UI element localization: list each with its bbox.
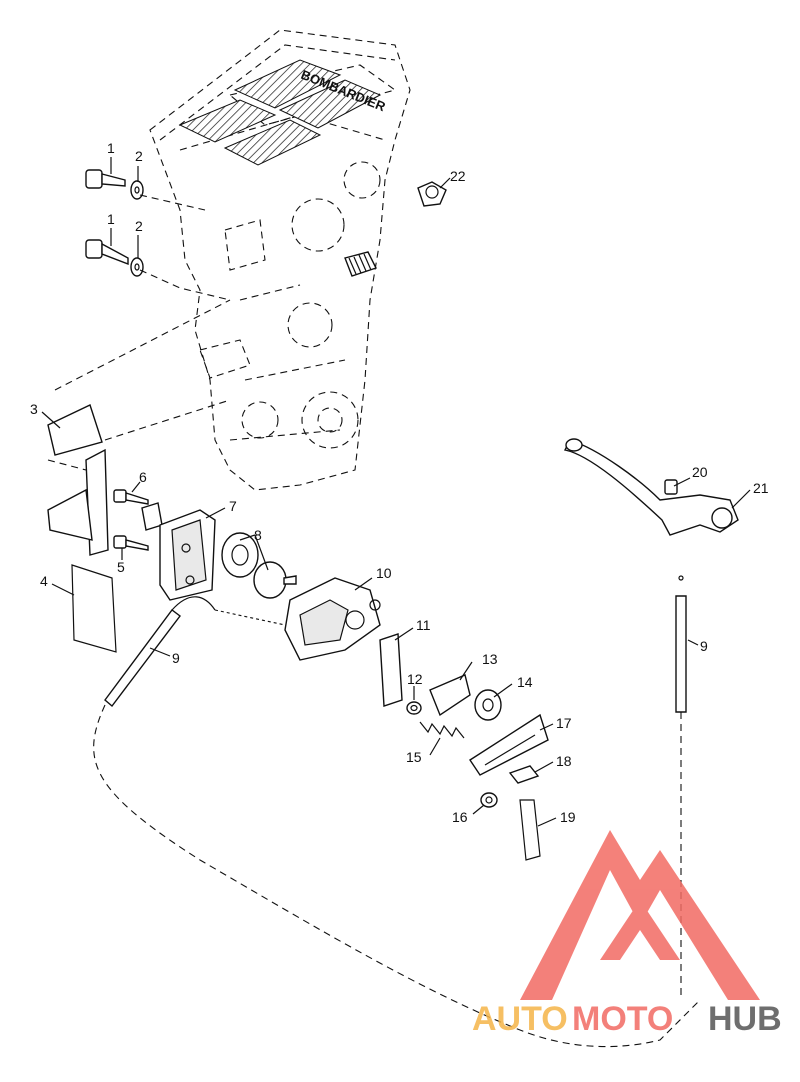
clip-plate-6 (141, 502, 163, 531)
callout-12: 12 (407, 671, 423, 687)
bracket-11 (379, 633, 403, 707)
callout-16: 16 (452, 809, 468, 825)
callout-7: 7 (229, 498, 237, 514)
callout-20: 20 (692, 464, 708, 480)
screw-5 (113, 535, 149, 551)
nut-12 (406, 701, 422, 715)
clip-22 (417, 181, 447, 207)
clip-18 (508, 765, 540, 784)
screw-6 (113, 489, 149, 505)
screw-20 (664, 479, 678, 495)
spring-15 (419, 721, 465, 739)
callout-22: 22 (450, 168, 466, 184)
gasket-4 (71, 564, 117, 653)
callout-11: 11 (416, 617, 431, 633)
callout-8: 8 (254, 527, 262, 543)
bolt-upper-guide (139, 194, 206, 211)
housing-10 (284, 577, 381, 661)
callout-6: 6 (139, 469, 147, 485)
bolt-lower (85, 239, 129, 266)
cable-9-left (93, 596, 701, 1048)
leader-lines (41, 157, 751, 827)
callout-18: 18 (556, 753, 572, 769)
watermark-logo: AUTO MOTO HUB (472, 830, 782, 1038)
callout-3: 3 (30, 401, 38, 417)
callout-13: 13 (482, 651, 498, 667)
handle-21 (563, 438, 739, 536)
callout-10: 10 (376, 565, 392, 581)
actuator-8 (221, 532, 297, 599)
gear-14 (474, 689, 502, 721)
callout-14: 14 (517, 674, 533, 690)
callout-9-left: 9 (172, 650, 180, 666)
plate-13 (429, 674, 471, 717)
lever-17 (469, 713, 549, 776)
callout-19: 19 (560, 809, 576, 825)
washer-upper (130, 180, 144, 200)
watermark-text-auto: AUTO (472, 1000, 568, 1038)
callout-15: 15 (406, 749, 422, 765)
callouts: 1 2 1 2 3 4 5 6 7 8 9 9 10 11 12 13 14 1… (30, 140, 769, 825)
callout-2-lower: 2 (135, 218, 143, 234)
watermark-text-moto: MOTO (572, 1000, 673, 1038)
cable-9-right (675, 575, 687, 1000)
bracket-3 (47, 299, 231, 556)
watermark-text-hub: HUB (708, 1000, 782, 1038)
housing-7 (159, 509, 216, 601)
callout-4: 4 (40, 573, 48, 589)
pin-19 (519, 799, 541, 861)
nut-16 (480, 792, 498, 808)
callout-1-lower: 1 (107, 211, 115, 227)
bolt-upper (85, 169, 126, 189)
callout-2-upper: 2 (135, 148, 143, 164)
bolt-lower-guide (139, 269, 231, 301)
callout-1-upper: 1 (107, 140, 115, 156)
callout-21: 21 (753, 480, 769, 496)
engine-block: BOMBARDIER (149, 29, 411, 491)
callout-17: 17 (556, 715, 572, 731)
callout-9-right: 9 (700, 638, 708, 654)
callout-5: 5 (117, 559, 125, 575)
washer-lower (130, 257, 144, 277)
